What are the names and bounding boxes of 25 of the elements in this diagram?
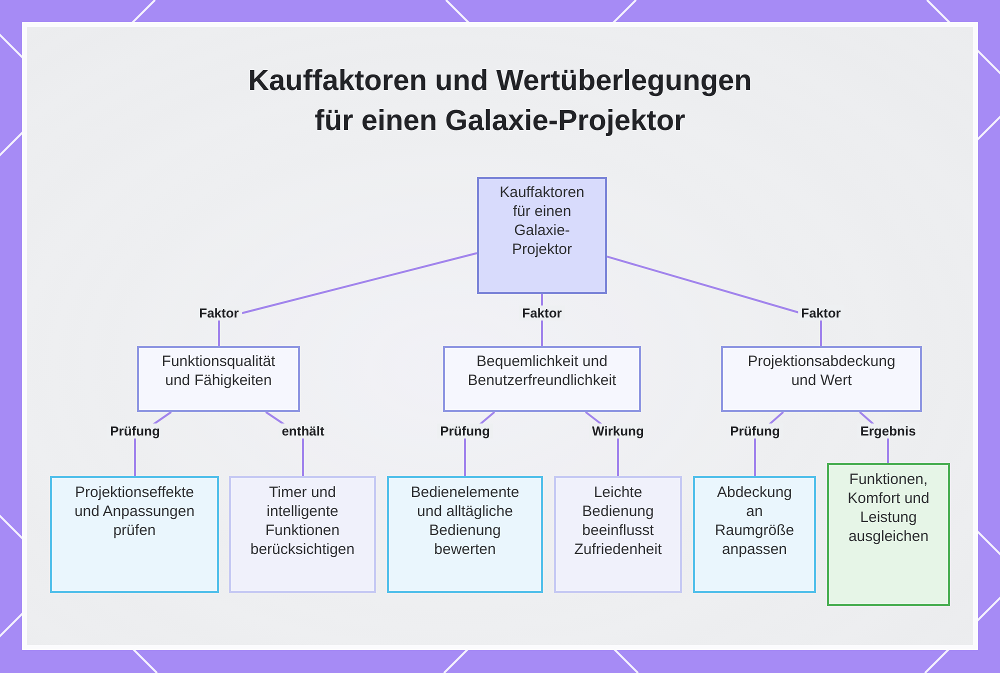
category-box: [443, 346, 641, 412]
node-text: Bequemlichkeit und Benutzerfreundlichkeit: [466, 352, 618, 390]
category-box: [721, 346, 922, 412]
node-text: Funktionen, Komfort und Leistung ausgleichen: [847, 470, 930, 546]
node-text: Leichte Bedienung beeinflusst Zufriedenheit: [573, 483, 663, 559]
connector-line: [218, 252, 478, 346]
node-text: Timer und intelligente Funktionen berücksichtigen: [249, 483, 356, 559]
node-text: Funktionsqualität und Fähigkeiten: [160, 352, 276, 390]
category-box: [137, 346, 300, 412]
detail-box: [50, 476, 219, 593]
edge-label: enthält: [278, 424, 328, 438]
connector-line: [606, 256, 822, 346]
diagram-title: Kauffaktoren und Wertüberlegungen für einen Galaxie-Projektor: [247, 64, 753, 139]
detail-box: [229, 476, 376, 593]
result-box: [827, 463, 950, 606]
root-box: [477, 177, 607, 294]
edge-label: Faktor: [798, 306, 844, 320]
detail-box: [693, 476, 816, 593]
detail-box: [387, 476, 543, 593]
node-text: Bedienelemente und alltägliche Bedienung bewerten: [410, 483, 520, 559]
node-text: Projektionsabdeckung und Wert: [746, 352, 896, 390]
node-text: Abdeckung an Raumgröße anpassen: [714, 483, 796, 559]
node-text: Kauffaktoren für einen Galaxie-Projektor: [498, 183, 586, 259]
detail-box: [554, 476, 682, 593]
node-text: Projektionseffekte und Anpassungen prüfen: [73, 483, 196, 540]
